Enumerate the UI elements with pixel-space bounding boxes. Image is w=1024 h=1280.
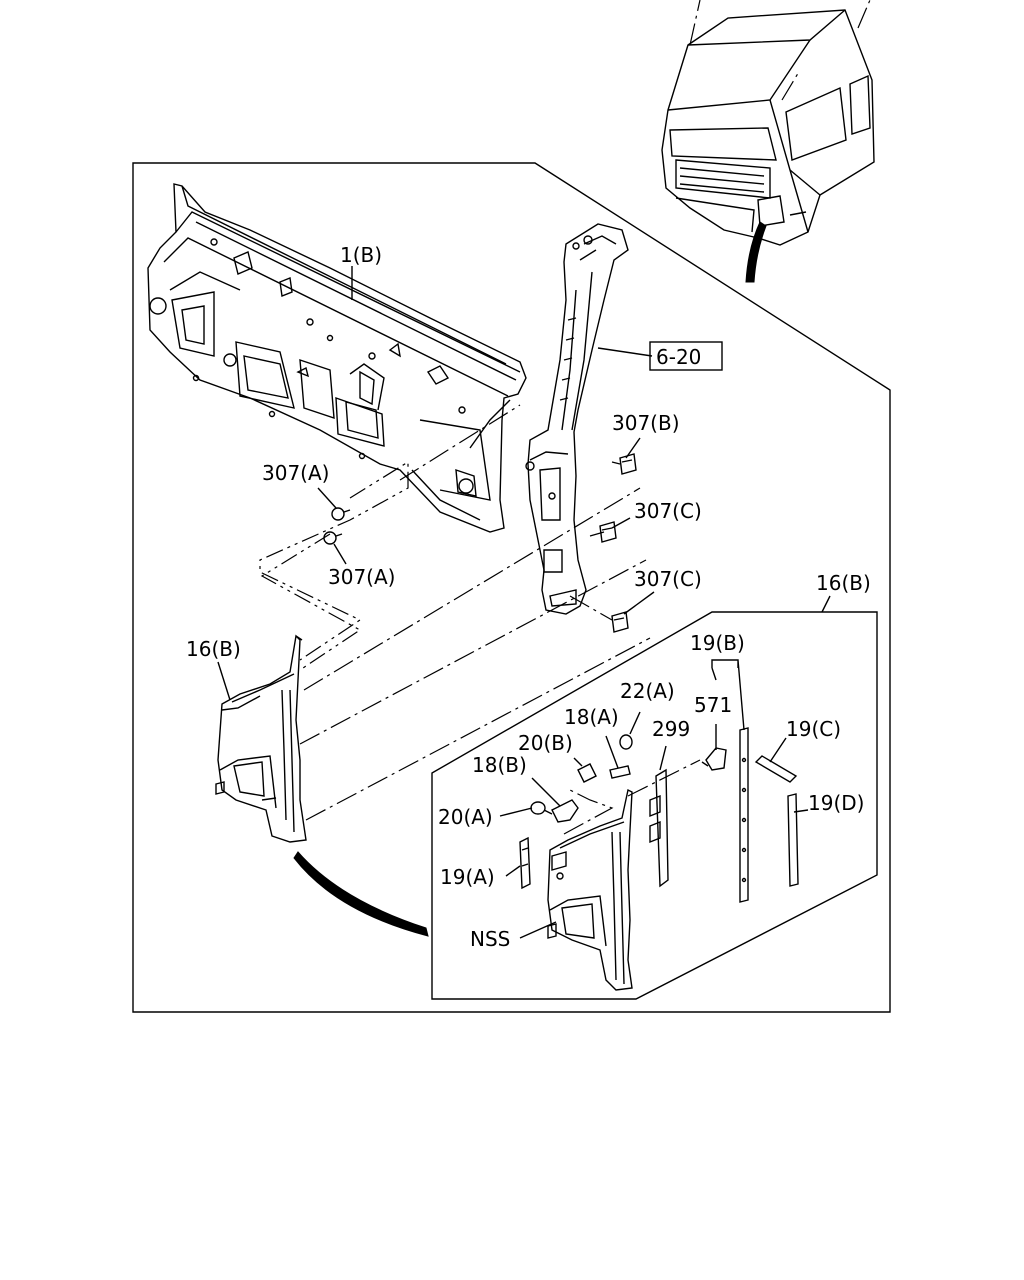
label-307c-bot: 307(C) (634, 567, 702, 591)
guide-line-6 (399, 404, 521, 481)
strip-19d (787, 793, 799, 887)
leader-307b (625, 437, 641, 459)
guide-line-2 (260, 533, 362, 671)
leader-nss (519, 921, 557, 939)
guide-line-3 (299, 559, 647, 745)
label-307b: 307(B) (612, 411, 680, 435)
leader-307a-top (317, 487, 337, 509)
label-16b-right: 16(B) (816, 571, 871, 595)
leader-22a (629, 711, 641, 735)
label-1b: 1(B) (340, 243, 382, 267)
leader-18b (531, 777, 561, 807)
fitting-571 (701, 747, 727, 771)
label-19c: 19(C) (786, 717, 841, 741)
leader-307c-top (611, 517, 631, 529)
clip-307c-bottom (611, 611, 629, 633)
bracket-18b (551, 799, 579, 823)
bolt-307a-top (331, 507, 351, 521)
label-18a: 18(A) (564, 705, 619, 729)
leader-18a (605, 735, 619, 769)
leader-19b (711, 659, 745, 731)
clip-20b (577, 763, 597, 783)
front-pillar-part (525, 223, 629, 615)
guide-line-5 (303, 487, 641, 691)
leader-19a (505, 865, 521, 877)
label-22a: 22(A) (620, 679, 675, 703)
clip-307b (619, 453, 637, 475)
leader-307c-bot (623, 591, 655, 615)
guide-line-8 (589, 531, 605, 537)
label-19b: 19(B) (690, 631, 745, 655)
label-307c-top: 307(C) (634, 499, 702, 523)
inset-guide-1 (627, 759, 701, 797)
label-307a-bot: 307(A) (328, 565, 395, 589)
label-18b: 18(B) (472, 753, 527, 777)
leader-307a-bot (333, 543, 347, 565)
detail-arrow (293, 851, 429, 937)
bracket-299 (649, 768, 669, 888)
ref-box (649, 341, 723, 371)
guide-line-7 (569, 595, 613, 621)
label-19a: 19(A) (440, 865, 495, 889)
label-19d: 19(D) (808, 791, 864, 815)
label-307a-top: 307(A) (262, 461, 329, 485)
bolt-307a-bottom (323, 531, 343, 545)
label-571: 571 (694, 693, 732, 717)
bolt-20a (530, 801, 553, 815)
label-16b-left: 16(B) (186, 637, 241, 661)
guide-line-1 (259, 460, 409, 661)
strip-19b (739, 727, 749, 903)
bracket-19a (519, 836, 531, 890)
leader-6-20 (597, 347, 653, 357)
inset-guide-2 (563, 789, 614, 835)
label-299: 299 (652, 717, 690, 741)
side-panel-part-inset (547, 788, 633, 991)
leader-16b-left (217, 661, 231, 701)
clip-307c-top (599, 521, 617, 543)
cowl-panel-part (147, 183, 527, 533)
leader-20b (573, 757, 583, 767)
leader-19d (793, 809, 809, 813)
label-20b: 20(B) (518, 731, 573, 755)
leader-19c (769, 737, 787, 763)
clip-22a (619, 734, 633, 750)
side-panel-part-main (215, 634, 307, 843)
seal-18a (609, 765, 631, 779)
guide-line-4 (305, 637, 651, 821)
leader-16b-right (821, 595, 831, 613)
label-nss: NSS (470, 927, 510, 951)
leader-20a (499, 807, 533, 817)
guide-line-9 (611, 461, 621, 465)
label-20a: 20(A) (438, 805, 493, 829)
leader-299 (659, 745, 667, 771)
truck-cab-icon (661, 0, 875, 283)
outer-frame (132, 162, 891, 1013)
label-ref-6-20[interactable]: 6-20 (656, 345, 701, 369)
strip-19c (754, 755, 798, 783)
inset-frame (431, 611, 878, 1000)
